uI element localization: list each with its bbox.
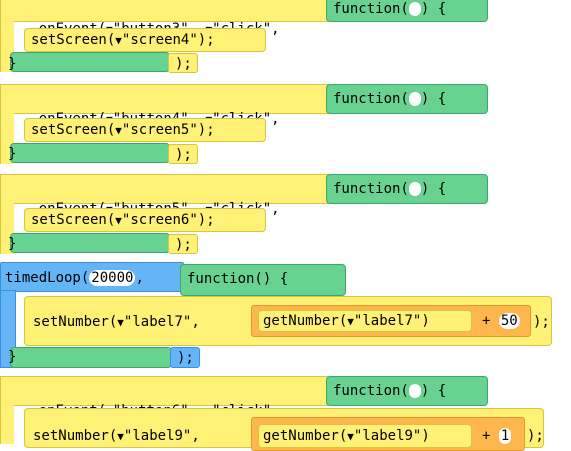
function-body-bar-3 xyxy=(10,233,170,253)
setNumber-keyword: setNumber( xyxy=(33,428,118,444)
close-paren-block-1: ); xyxy=(168,53,198,73)
onEvent-block-3[interactable]: onEvent(▼"button5", ▼"click", xyxy=(0,174,328,217)
param-slot[interactable] xyxy=(408,384,421,398)
close-brace: } xyxy=(8,146,17,162)
setScreen-block-2[interactable]: setScreen(▼"screen5"); xyxy=(24,118,266,142)
setNumber-block-7[interactable]: setNumber(▼"label7", getNumber(▼"label7"… xyxy=(24,296,552,346)
param-slot[interactable] xyxy=(408,182,421,196)
setScreen-keyword: setScreen( xyxy=(31,122,116,138)
function-block-4[interactable]: function() { xyxy=(326,376,488,406)
onEvent-block-1[interactable]: onEvent(▼"button3", ▼"click", xyxy=(0,0,328,37)
onEvent-block-2[interactable]: onEvent(▼"button4", ▼"click", xyxy=(0,84,328,127)
plus-operator: + xyxy=(482,428,491,444)
timedLoop-block[interactable]: timedLoop(20000, xyxy=(0,262,184,292)
getNumber-keyword: getNumber( xyxy=(263,313,348,329)
setNumber-block-9[interactable]: setNumber(▼"label9", getNumber(▼"label9"… xyxy=(24,408,544,451)
interval-input[interactable]: 20000 xyxy=(89,270,136,286)
function-body-bar-2 xyxy=(10,143,170,163)
close-paren-block-2: ); xyxy=(168,144,198,164)
getNumber-keyword: getNumber( xyxy=(263,428,348,444)
plus-operator: + xyxy=(482,313,491,329)
close-brace: } xyxy=(8,56,17,72)
close-brace: } xyxy=(8,236,17,252)
screen-arg[interactable]: "screen6" xyxy=(121,212,198,228)
dropdown-arrow-icon[interactable]: ▼ xyxy=(347,430,354,443)
dropdown-arrow-icon[interactable]: ▼ xyxy=(115,214,122,227)
setScreen-keyword: setScreen( xyxy=(31,212,116,228)
dropdown-arrow-icon[interactable]: ▼ xyxy=(117,316,124,329)
function-body-bar-1 xyxy=(10,52,170,72)
param-slot[interactable] xyxy=(408,92,421,106)
label-arg[interactable]: "label7" xyxy=(353,313,422,329)
timedLoop-keyword: timedLoop( xyxy=(5,270,90,286)
label-arg[interactable]: "label7" xyxy=(123,314,192,330)
function-keyword: function( xyxy=(333,383,409,399)
number-input[interactable]: 50 xyxy=(498,313,520,329)
event-body-frame-4 xyxy=(0,404,14,444)
label-arg[interactable]: "label9" xyxy=(353,428,422,444)
setScreen-keyword: setScreen( xyxy=(31,32,116,48)
dropdown-arrow-icon[interactable]: ▼ xyxy=(115,124,122,137)
screen-arg[interactable]: "screen4" xyxy=(121,32,198,48)
param-slot[interactable] xyxy=(408,2,421,16)
screen-arg[interactable]: "screen5" xyxy=(121,122,198,138)
onEvent-block-4[interactable]: onEvent(▼"button6", ▼"click", xyxy=(0,376,328,419)
setScreen-block-3[interactable]: setScreen(▼"screen6"); xyxy=(24,208,266,232)
function-block-2[interactable]: function() { xyxy=(326,84,488,114)
close-brace: } xyxy=(8,349,17,365)
timedLoop-function-block[interactable]: function() { xyxy=(180,264,346,296)
dropdown-arrow-icon[interactable]: ▼ xyxy=(115,34,122,47)
getNumber-addition-block[interactable]: getNumber(▼"label9") + 1 xyxy=(251,417,525,451)
dropdown-arrow-icon[interactable]: ▼ xyxy=(347,315,354,328)
function-block-1[interactable]: function() { xyxy=(326,0,488,22)
getNumber-block-9[interactable]: getNumber(▼"label9") xyxy=(258,424,472,448)
close-paren-block-3: ); xyxy=(168,234,198,254)
number-input[interactable]: 1 xyxy=(498,428,512,444)
function-keyword: function() { xyxy=(187,271,289,287)
function-keyword: function( xyxy=(333,181,409,197)
setNumber-keyword: setNumber( xyxy=(33,314,118,330)
label-arg[interactable]: "label9" xyxy=(123,428,192,444)
timedLoop-close-paren: ); xyxy=(170,347,200,368)
setScreen-block-1[interactable]: setScreen(▼"screen4"); xyxy=(24,28,266,52)
timedLoop-body-bar xyxy=(10,347,172,368)
getNumber-block-7[interactable]: getNumber(▼"label7") xyxy=(258,310,472,332)
getNumber-addition-block[interactable]: getNumber(▼"label7") + 50 xyxy=(251,305,531,337)
function-keyword: function( xyxy=(333,1,409,17)
function-keyword: function( xyxy=(333,91,409,107)
function-block-3[interactable]: function() { xyxy=(326,174,488,204)
dropdown-arrow-icon[interactable]: ▼ xyxy=(117,430,124,443)
